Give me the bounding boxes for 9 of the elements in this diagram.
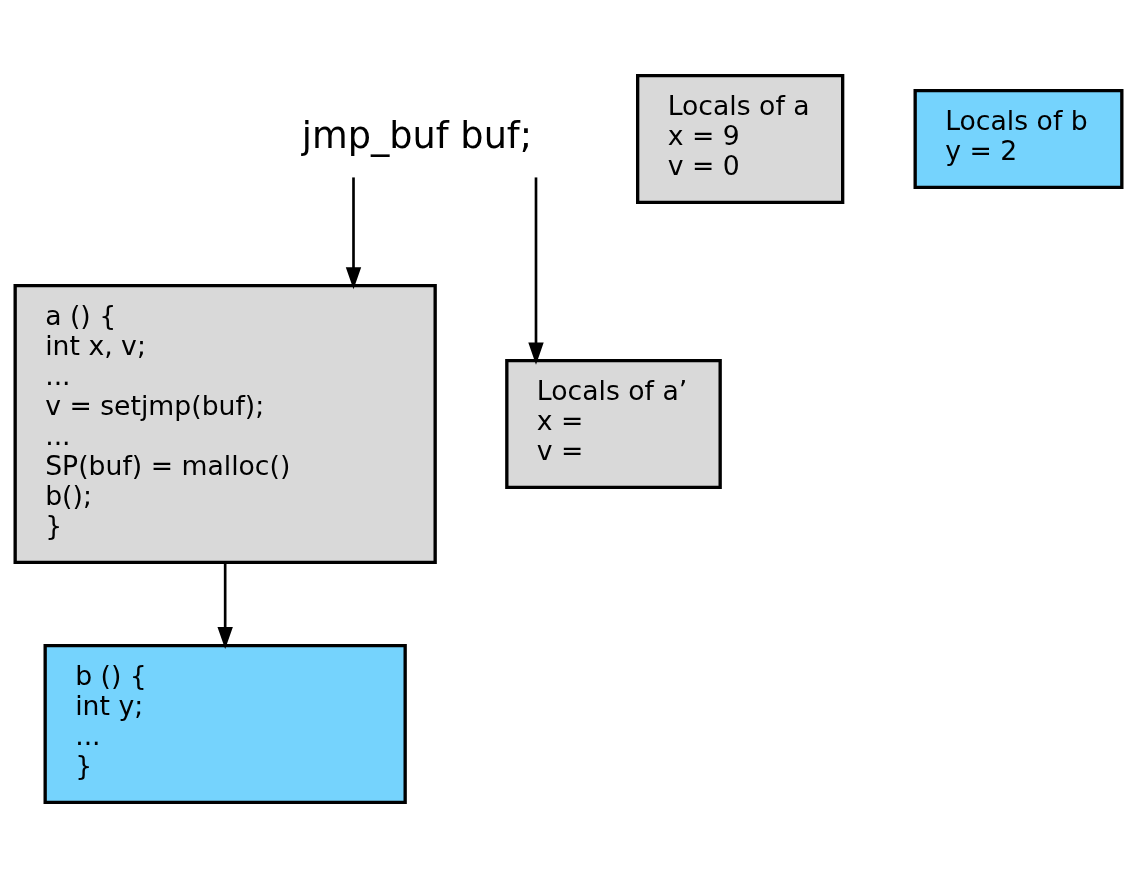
arrow	[345, 176, 362, 289]
node-box: Locals of b y = 2	[913, 88, 1124, 189]
arrow	[217, 562, 233, 649]
node-text: jmp_buf buf;	[301, 113, 533, 157]
node-box: a () { int x, v; ... v = setjmp(buf); ... SP(buf) = malloc() b(); }	[13, 283, 437, 564]
node-box: b () { int y; ... }	[43, 643, 407, 804]
arrow	[528, 176, 544, 365]
node-box: Locals of a x = 9 v = 0	[636, 73, 845, 204]
node-box: Locals of a’ x = v =	[505, 358, 722, 489]
